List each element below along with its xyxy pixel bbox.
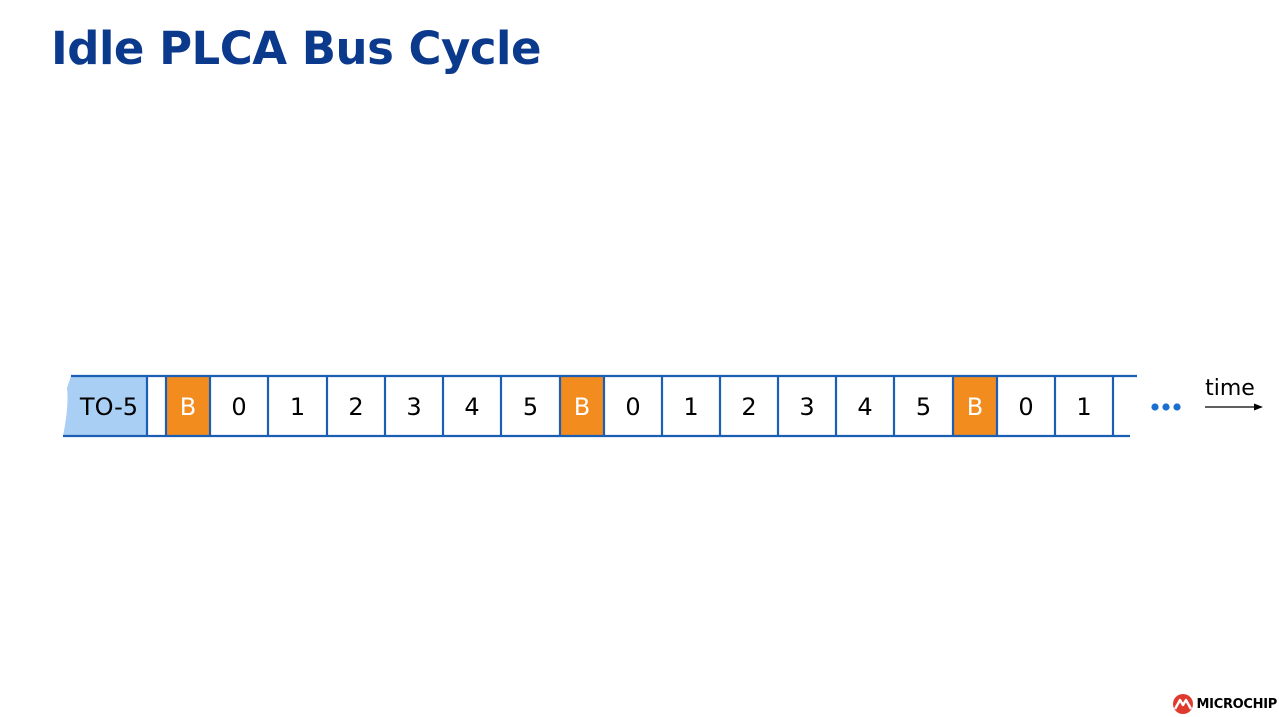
beacon-slot-fill bbox=[166, 376, 210, 436]
slot-2-beacon: B bbox=[166, 376, 210, 436]
logo-wordmark: MICROCHIP bbox=[1196, 696, 1278, 712]
slot-label-0: 0 bbox=[1018, 393, 1033, 421]
slot-0-timeout: TO-5 bbox=[63, 376, 147, 436]
timeline-slots: TO-5 B 0 1 2 3 4 5 B 0 1 2 3 4 5 B 0 1 bbox=[63, 376, 1092, 436]
timeline-frame bbox=[63, 374, 1137, 438]
slot-label-to-5: TO-5 bbox=[79, 393, 138, 421]
slot-label-3: 3 bbox=[406, 393, 421, 421]
beacon-slot-fill bbox=[953, 376, 997, 436]
slot-label-3: 3 bbox=[799, 393, 814, 421]
slot-13-node: 3 bbox=[799, 393, 814, 421]
continuation-dot bbox=[1162, 403, 1170, 411]
slot-18-node: 1 bbox=[1076, 393, 1091, 421]
slot-label-b: B bbox=[574, 393, 590, 421]
continuation-dot bbox=[1173, 403, 1181, 411]
slot-17-node: 0 bbox=[1018, 393, 1033, 421]
page-title: Idle PLCA Bus Cycle bbox=[51, 22, 542, 75]
microchip-logo-icon bbox=[1172, 694, 1193, 714]
slot-label-5: 5 bbox=[523, 393, 538, 421]
slot-label-4: 4 bbox=[857, 393, 872, 421]
time-label: time bbox=[1205, 376, 1255, 401]
slot-16-beacon: B bbox=[953, 376, 997, 436]
slot-label-4: 4 bbox=[464, 393, 479, 421]
slot-3-node: 0 bbox=[231, 393, 246, 421]
slot-label-5: 5 bbox=[916, 393, 931, 421]
slot-15-node: 5 bbox=[916, 393, 931, 421]
slot-label-0: 0 bbox=[231, 393, 246, 421]
slot-12-node: 2 bbox=[741, 393, 756, 421]
slot-label-2: 2 bbox=[348, 393, 363, 421]
time-arrow-head bbox=[1254, 403, 1263, 411]
slot-label-0: 0 bbox=[625, 393, 640, 421]
slot-4-node: 1 bbox=[290, 393, 305, 421]
slot-label-1: 1 bbox=[290, 393, 305, 421]
continuation-dot bbox=[1151, 403, 1159, 411]
brand-logo: MICROCHIP bbox=[1172, 693, 1277, 715]
slot-5-node: 2 bbox=[348, 393, 363, 421]
continuation-dots bbox=[1151, 403, 1181, 411]
slot-10-node: 0 bbox=[625, 393, 640, 421]
timeout-slot-fill bbox=[63, 376, 147, 436]
slot-label-b: B bbox=[967, 393, 983, 421]
slot-label-2: 2 bbox=[741, 393, 756, 421]
beacon-slot-fill bbox=[560, 376, 604, 436]
slot-11-node: 1 bbox=[683, 393, 698, 421]
slot-9-beacon: B bbox=[560, 376, 604, 436]
time-axis: time bbox=[1205, 376, 1263, 411]
slot-6-node: 3 bbox=[406, 393, 421, 421]
slot-7-node: 4 bbox=[464, 393, 479, 421]
slot-label-b: B bbox=[180, 393, 196, 421]
slot-label-1: 1 bbox=[1076, 393, 1091, 421]
slot-14-node: 4 bbox=[857, 393, 872, 421]
slot-8-node: 5 bbox=[523, 393, 538, 421]
slot-label-1: 1 bbox=[683, 393, 698, 421]
